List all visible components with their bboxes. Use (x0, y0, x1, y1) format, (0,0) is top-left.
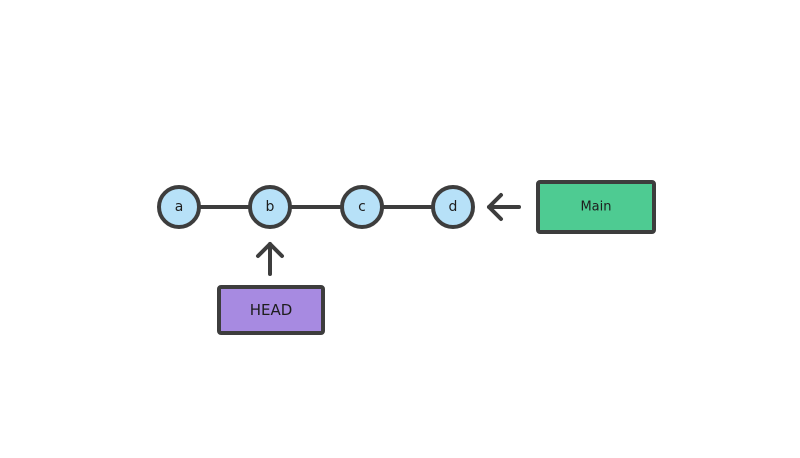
commit-node-c-label: c (358, 199, 366, 215)
head-label-box (217, 285, 325, 335)
head-label: HEAD (217, 285, 325, 335)
branch-label-main: Main (536, 180, 656, 234)
arrow-up-icon (256, 242, 284, 276)
commit-node-d-circle (431, 185, 475, 229)
commit-node-b: b (248, 185, 292, 229)
commit-node-c-circle (340, 185, 384, 229)
commit-node-a-circle (157, 185, 201, 229)
head-label-text: HEAD (250, 301, 293, 319)
commit-node-d: d (431, 185, 475, 229)
commit-node-c: c (340, 185, 384, 229)
branch-label-main-box (536, 180, 656, 234)
branch-label-main-text: Main (580, 200, 611, 215)
commit-node-b-circle (248, 185, 292, 229)
commit-node-b-label: b (266, 199, 275, 215)
commit-node-a-label: a (175, 199, 184, 215)
commit-node-d-label: d (449, 199, 458, 215)
commit-node-a: a (157, 185, 201, 229)
arrow-left-icon (487, 193, 521, 221)
